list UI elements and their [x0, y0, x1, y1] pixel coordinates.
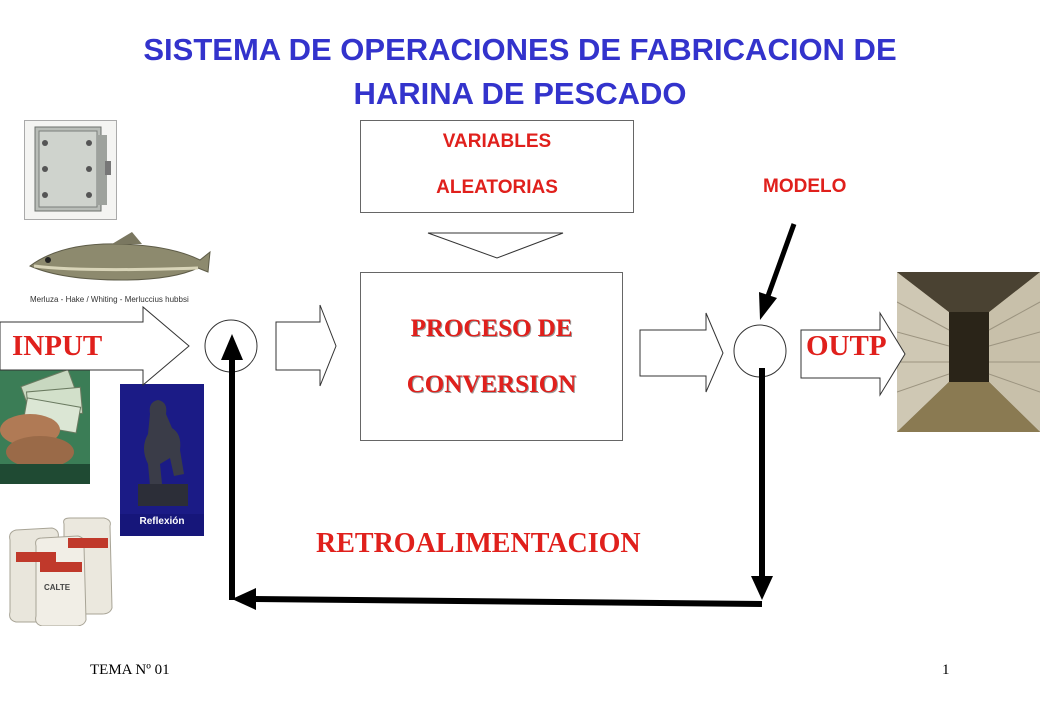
money-hands-image [0, 368, 90, 484]
thinker-statue-image: Reflexión [120, 384, 204, 536]
title-line-2: HARINA DE PESCADO [353, 76, 687, 111]
fish-caption: Merluza - Hake / Whiting - Merluccius hu… [30, 295, 189, 304]
to-process-arrow [275, 304, 337, 387]
feedback-bottom-line [253, 596, 763, 607]
model-arrow-head [759, 292, 777, 320]
random-variables-box: VARIABLES ALEATORIAS [360, 120, 634, 213]
bags-image: CALTE [4, 516, 116, 626]
input-label: INPUT [12, 330, 103, 362]
title-line-1: SISTEMA DE OPERACIONES DE FABRICACION DE [143, 32, 897, 67]
warehouse-image [897, 272, 1040, 432]
feedback-label: RETROALIMENTACION [316, 528, 641, 559]
footer-topic: TEMA Nº 01 [90, 662, 170, 678]
fish-image: Merluza - Hake / Whiting - Merluccius hu… [22, 228, 212, 308]
feedback-up-head [221, 334, 243, 360]
variables-label-line-2: ALEATORIAS [436, 177, 558, 198]
page-title: SISTEMA DE OPERACIONES DE FABRICACION DE… [0, 28, 1040, 116]
process-label-line-2: CONVERSION [406, 371, 577, 398]
model-arrow-line [765, 223, 797, 297]
process-label-line-1: PROCESO DE [410, 315, 573, 342]
model-label: MODELO [763, 176, 847, 197]
input-arrow [0, 305, 190, 387]
conversion-process-box: PROCESO DE CONVERSION [360, 272, 623, 441]
svg-text:CALTE: CALTE [44, 583, 71, 592]
output-label: OUTP [806, 330, 887, 362]
variables-down-arrow [427, 232, 564, 259]
feedback-down-head [751, 576, 773, 600]
output-arrow [800, 311, 906, 397]
page-number: 1 [942, 662, 950, 678]
machine-image [24, 120, 117, 220]
from-process-arrow [639, 312, 724, 393]
statue-caption: Reflexión [139, 516, 185, 527]
feedback-left-head [232, 588, 256, 610]
variables-label-line-1: VARIABLES [442, 131, 552, 152]
